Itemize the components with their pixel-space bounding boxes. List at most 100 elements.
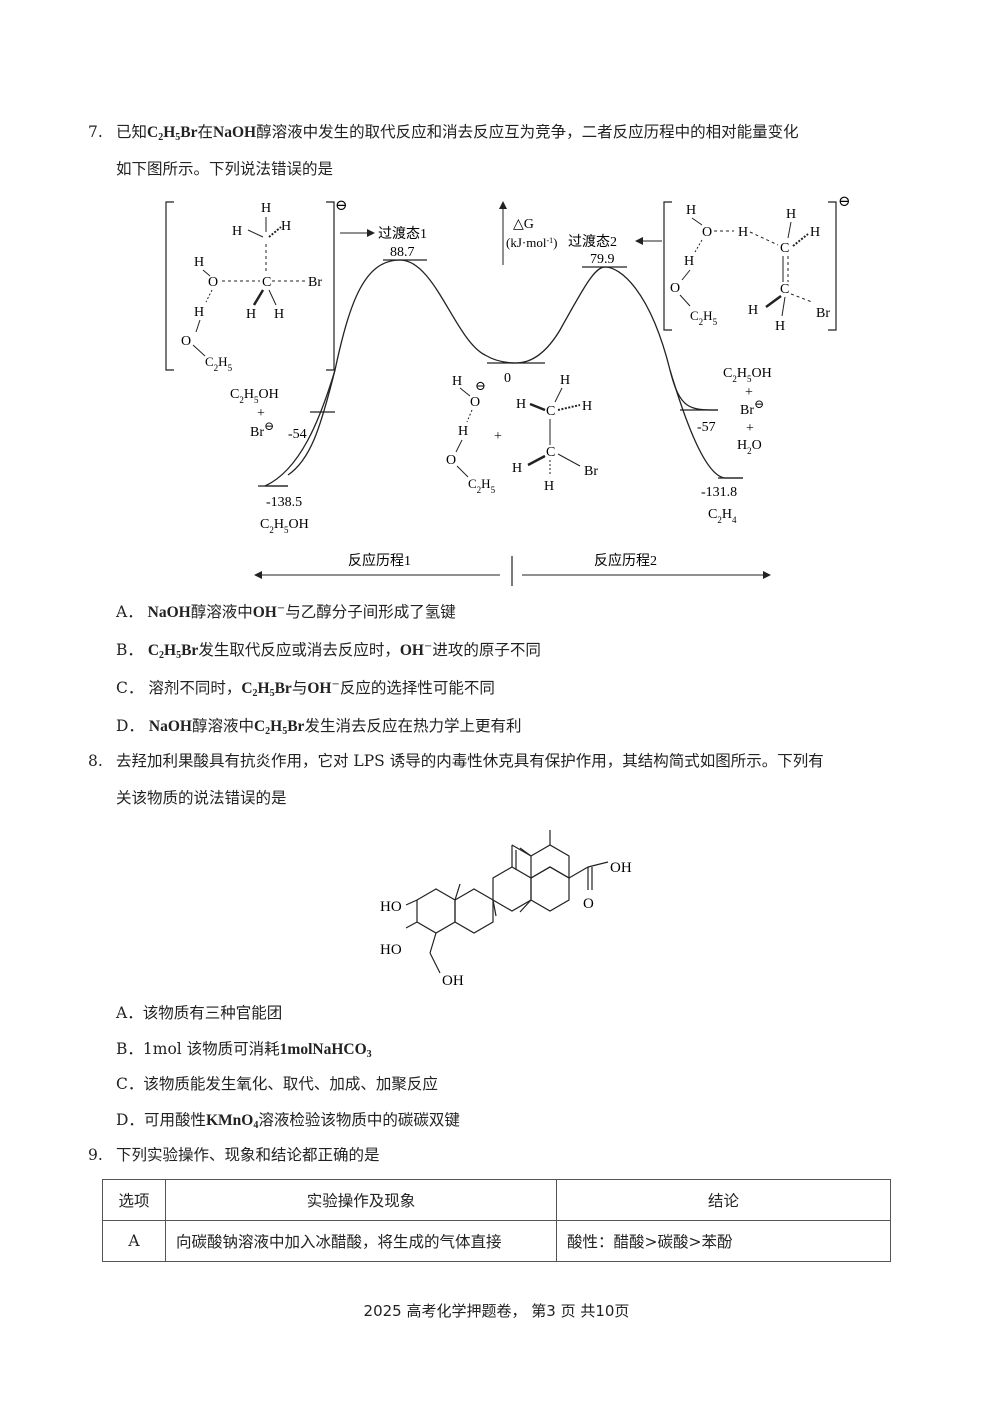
svg-text:C: C	[546, 445, 555, 460]
svg-text:O: O	[670, 281, 680, 296]
svg-text:H: H	[246, 307, 256, 322]
left-upper-energy-value: -54	[288, 427, 307, 442]
svg-text:Br⊖: Br⊖	[250, 419, 274, 440]
svg-text:H: H	[748, 303, 758, 318]
intermediate-structure: H ⊖ O H O C2H5 + H H H C C H H Br	[446, 373, 598, 495]
text: 醇溶液中	[190, 603, 253, 621]
svg-text:H: H	[516, 397, 526, 412]
option-letter: A．	[116, 1004, 143, 1022]
svg-text:C2H5OH: C2H5OH	[230, 387, 279, 405]
svg-text:H: H	[194, 255, 204, 270]
table-cell: A	[102, 1220, 166, 1262]
text: 溶液检验该物质中的碳碳双键	[258, 1111, 460, 1129]
path2-label: 反应历程2	[594, 552, 657, 569]
unit-label: (kJ·mol-1)	[506, 235, 557, 250]
question-8-stem: 8. 去羟加利果酸具有抗炎作用，它对 LPS 诱导的内毒性休克具有保护作用，其结构…	[88, 743, 908, 817]
svg-text:H: H	[684, 254, 694, 269]
q7-option-c[interactable]: C． 溶剂不同时，C2H5Br与OH−反应的选择性可能不同	[116, 678, 495, 699]
formula-c2h5br: C2H5Br	[147, 124, 197, 143]
ts1-structure: ⊖ H H H C H O Br H H H O C2H5	[165, 198, 348, 373]
q8-option-b[interactable]: B．1mol 该物质可消耗1molNaHCO3	[116, 1039, 372, 1060]
question-number: 8.	[88, 752, 103, 770]
svg-text:C2H5: C2H5	[205, 354, 233, 373]
option-letter: D．	[116, 717, 144, 735]
svg-text:⊖: ⊖	[475, 378, 486, 393]
q8-option-c[interactable]: C．该物质能发生氧化、取代、加成、加聚反应	[116, 1074, 438, 1094]
table-header: 选项	[102, 1179, 166, 1221]
svg-text:H: H	[281, 219, 291, 234]
formula: NaOH	[148, 718, 192, 735]
formula-oh: OH	[399, 642, 424, 659]
svg-text:H: H	[512, 461, 522, 476]
subscript: 2	[158, 132, 164, 143]
svg-text:H: H	[775, 319, 785, 334]
text: 该物质能发生氧化、取代、加成、加聚反应	[143, 1075, 438, 1093]
q7-option-a[interactable]: A． NaOH醇溶液中OH−与乙醇分子间形成了氢键	[116, 602, 456, 621]
formula-c2h5br: C2H5Br	[241, 680, 292, 699]
svg-text:C: C	[262, 275, 271, 290]
svg-text:H: H	[261, 201, 271, 216]
svg-text:Br: Br	[584, 464, 598, 479]
energy-profile-diagram: 88.7 79.9 0 -54 -138.5 -57 -131.8 过渡态1 过…	[165, 194, 851, 586]
o-label: O	[583, 896, 594, 912]
svg-text:O: O	[181, 334, 191, 349]
svg-text:H2O: H2O	[737, 438, 762, 456]
text: 1mol 该物质可消耗	[142, 1040, 280, 1058]
svg-text:Br: Br	[308, 275, 322, 290]
right-products: C2H5OH + Br⊖ + H2O C2H4	[708, 366, 772, 525]
right-lower-energy-value: -131.8	[701, 485, 737, 500]
text: 下列实验操作、现象和结论都正确的是	[116, 1146, 380, 1164]
text: 与乙醇分子间形成了氢键	[285, 603, 456, 621]
svg-text:O: O	[446, 453, 456, 468]
experiment-table: 选项 实验操作及现象 结论 A 向碳酸钠溶液中加入冰醋酸，将生成的气体直接 酸性…	[102, 1179, 891, 1262]
atom: H	[163, 124, 176, 141]
q7-option-d[interactable]: D． NaOH醇溶液中C2H5Br发生消去反应在热力学上更有利	[116, 716, 521, 737]
page-footer: 2025 高考化学押题卷， 第3 页 共10页	[363, 1302, 630, 1320]
question-number: 9.	[88, 1146, 103, 1164]
question-number: 7.	[88, 123, 103, 141]
svg-text:C: C	[546, 404, 555, 419]
q8-option-d[interactable]: D．可用酸性KMnO4溶液检验该物质中的碳碳双键	[116, 1110, 460, 1131]
formula: KMnO	[205, 1112, 254, 1129]
svg-text:H: H	[274, 307, 284, 322]
option-letter: D．	[116, 1111, 144, 1129]
svg-text:⊖: ⊖	[335, 198, 348, 214]
svg-text:C2H5: C2H5	[690, 308, 718, 327]
table-header-row: 选项 实验操作及现象 结论	[102, 1179, 891, 1221]
svg-text:⊖: ⊖	[838, 194, 851, 210]
ts2-energy-value: 79.9	[590, 252, 615, 267]
energy-curve	[264, 259, 719, 487]
right-upper-energy-value: -57	[697, 420, 716, 435]
svg-text:H: H	[810, 225, 820, 240]
svg-text:C2H4: C2H4	[708, 507, 737, 525]
formula-c2h5br: C2H5Br	[147, 642, 199, 661]
text: 该物质有三种官能团	[142, 1004, 283, 1022]
text: 如下图所示。下列说法错误的是	[116, 160, 334, 178]
svg-text:C2H5OH: C2H5OH	[260, 517, 309, 535]
subscript: 3	[366, 1049, 372, 1060]
q7-option-b[interactable]: B． C2H5Br发生取代反应或消去反应时，OH−进攻的原子不同	[116, 640, 541, 661]
text: 去羟加利果酸具有抗炎作用，它对 LPS 诱导的内毒性休克具有保护作用，其结构简式…	[116, 752, 824, 770]
question-7-stem: 7.已知C2H5Br在NaOH醇溶液中发生的取代反应和消去反应互为竞争，二者反应…	[88, 114, 908, 188]
svg-text:H: H	[686, 203, 696, 218]
text: 醇溶液中	[191, 717, 254, 735]
question-9-stem: 9. 下列实验操作、现象和结论都正确的是	[88, 1137, 908, 1174]
svg-text:H: H	[738, 225, 748, 240]
text: 发生取代反应或消去反应时，	[198, 641, 400, 659]
formula: 1molNaHCO	[279, 1041, 367, 1058]
svg-text:+: +	[257, 406, 265, 421]
svg-text:O: O	[208, 275, 218, 290]
energy-curve-lower-right	[669, 369, 743, 479]
delta-g-label: △G	[513, 217, 534, 232]
svg-text:C2H5: C2H5	[468, 476, 496, 495]
svg-text:H: H	[582, 399, 592, 414]
text: 醇溶液中发生的取代反应和消去反应互为竞争，二者反应历程中的相对能量变化	[256, 123, 799, 141]
q8-option-a[interactable]: A．该物质有三种官能团	[116, 1003, 282, 1023]
text: 可用酸性	[143, 1111, 206, 1129]
svg-text:Br⊖: Br⊖	[740, 397, 764, 418]
svg-text:H: H	[232, 224, 242, 239]
option-letter: B．	[116, 1040, 143, 1058]
text: 已知	[116, 123, 148, 141]
oh-label: OH	[610, 860, 632, 876]
option-letter: C．	[116, 679, 144, 697]
